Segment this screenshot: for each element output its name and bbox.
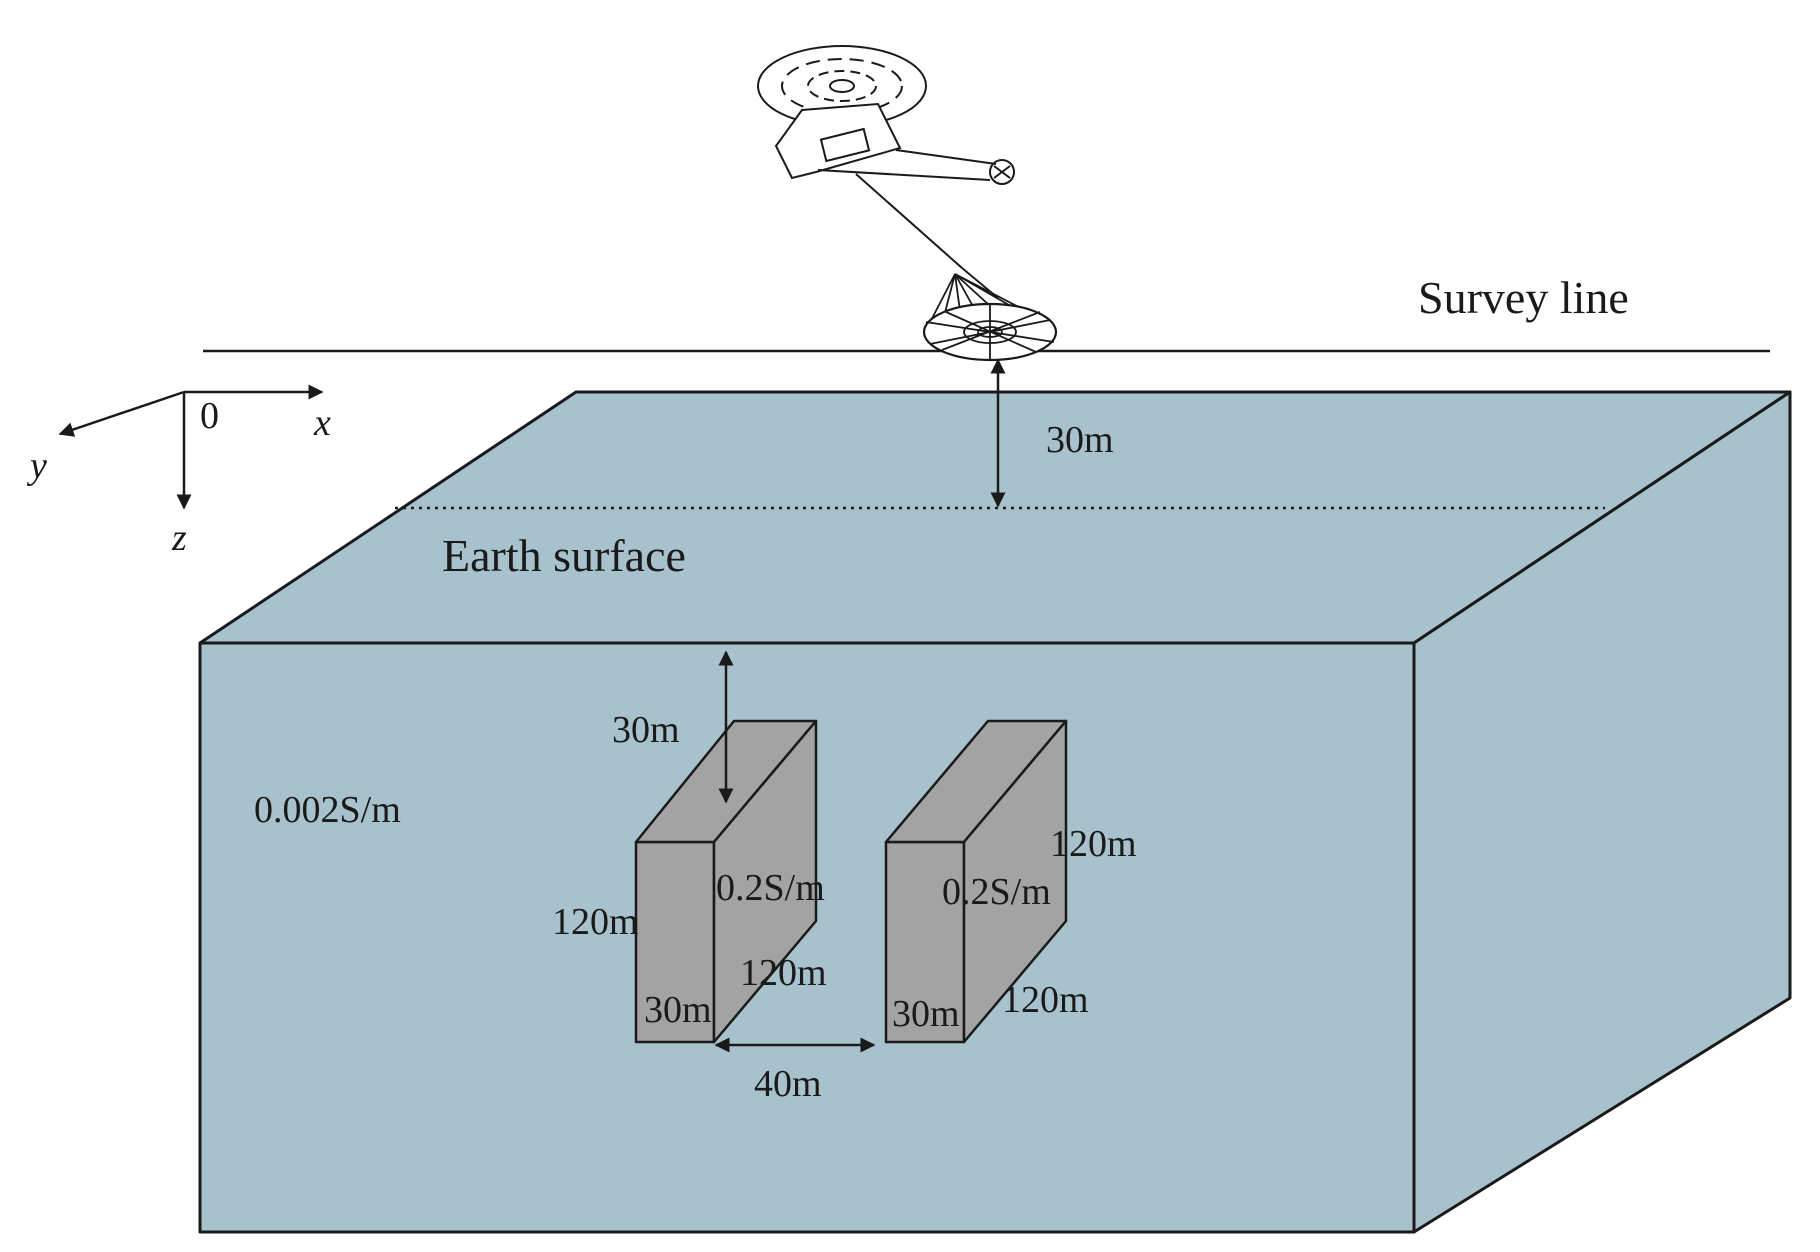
separation-label: 40m — [754, 1063, 822, 1105]
earth-side-face — [1412, 390, 1792, 1234]
transmitter-loop-icon — [855, 173, 1058, 362]
survey-line-label: Survey line — [1418, 272, 1629, 323]
axis-z-label: z — [171, 517, 187, 559]
y-axis-arrow — [58, 390, 185, 437]
depth-label: 30m — [612, 709, 680, 751]
coordinate-axes — [58, 384, 324, 510]
right-block-conductivity-label: 0.2S/m — [942, 871, 1051, 913]
helicopter-icon — [757, 45, 1015, 185]
right-block — [884, 719, 1068, 1044]
axis-y-label: y — [26, 445, 47, 487]
left-block-width-label: 30m — [644, 989, 712, 1031]
earth-surface-label: Earth surface — [442, 530, 686, 581]
background-conductivity-label: 0.002S/m — [254, 789, 401, 831]
axis-origin-label: 0 — [200, 395, 219, 437]
tail-rotor — [989, 159, 1015, 185]
altitude-label: 30m — [1046, 419, 1114, 461]
left-block-conductivity-label: 0.2S/m — [716, 867, 825, 909]
right-block-width-label: 30m — [892, 993, 960, 1035]
right-block-side — [962, 719, 1068, 1044]
tail-boom-upper — [895, 149, 997, 165]
rotor-hub — [829, 79, 855, 93]
tail-boom-lower — [817, 169, 991, 181]
axis-x-label: x — [313, 402, 331, 444]
right-block-length-label: 120m — [1002, 979, 1089, 1021]
right-block-height-label: 120m — [1050, 823, 1137, 865]
earth-box — [198, 390, 1792, 1234]
rotor-ring-inner — [807, 70, 877, 102]
tow-cable — [855, 173, 963, 269]
rotor-ring-outer — [781, 58, 903, 114]
left-block-side — [712, 719, 818, 1044]
helicopter-window — [819, 127, 871, 163]
left-block-height-label: 120m — [552, 901, 639, 943]
left-block-length-label: 120m — [740, 952, 827, 994]
